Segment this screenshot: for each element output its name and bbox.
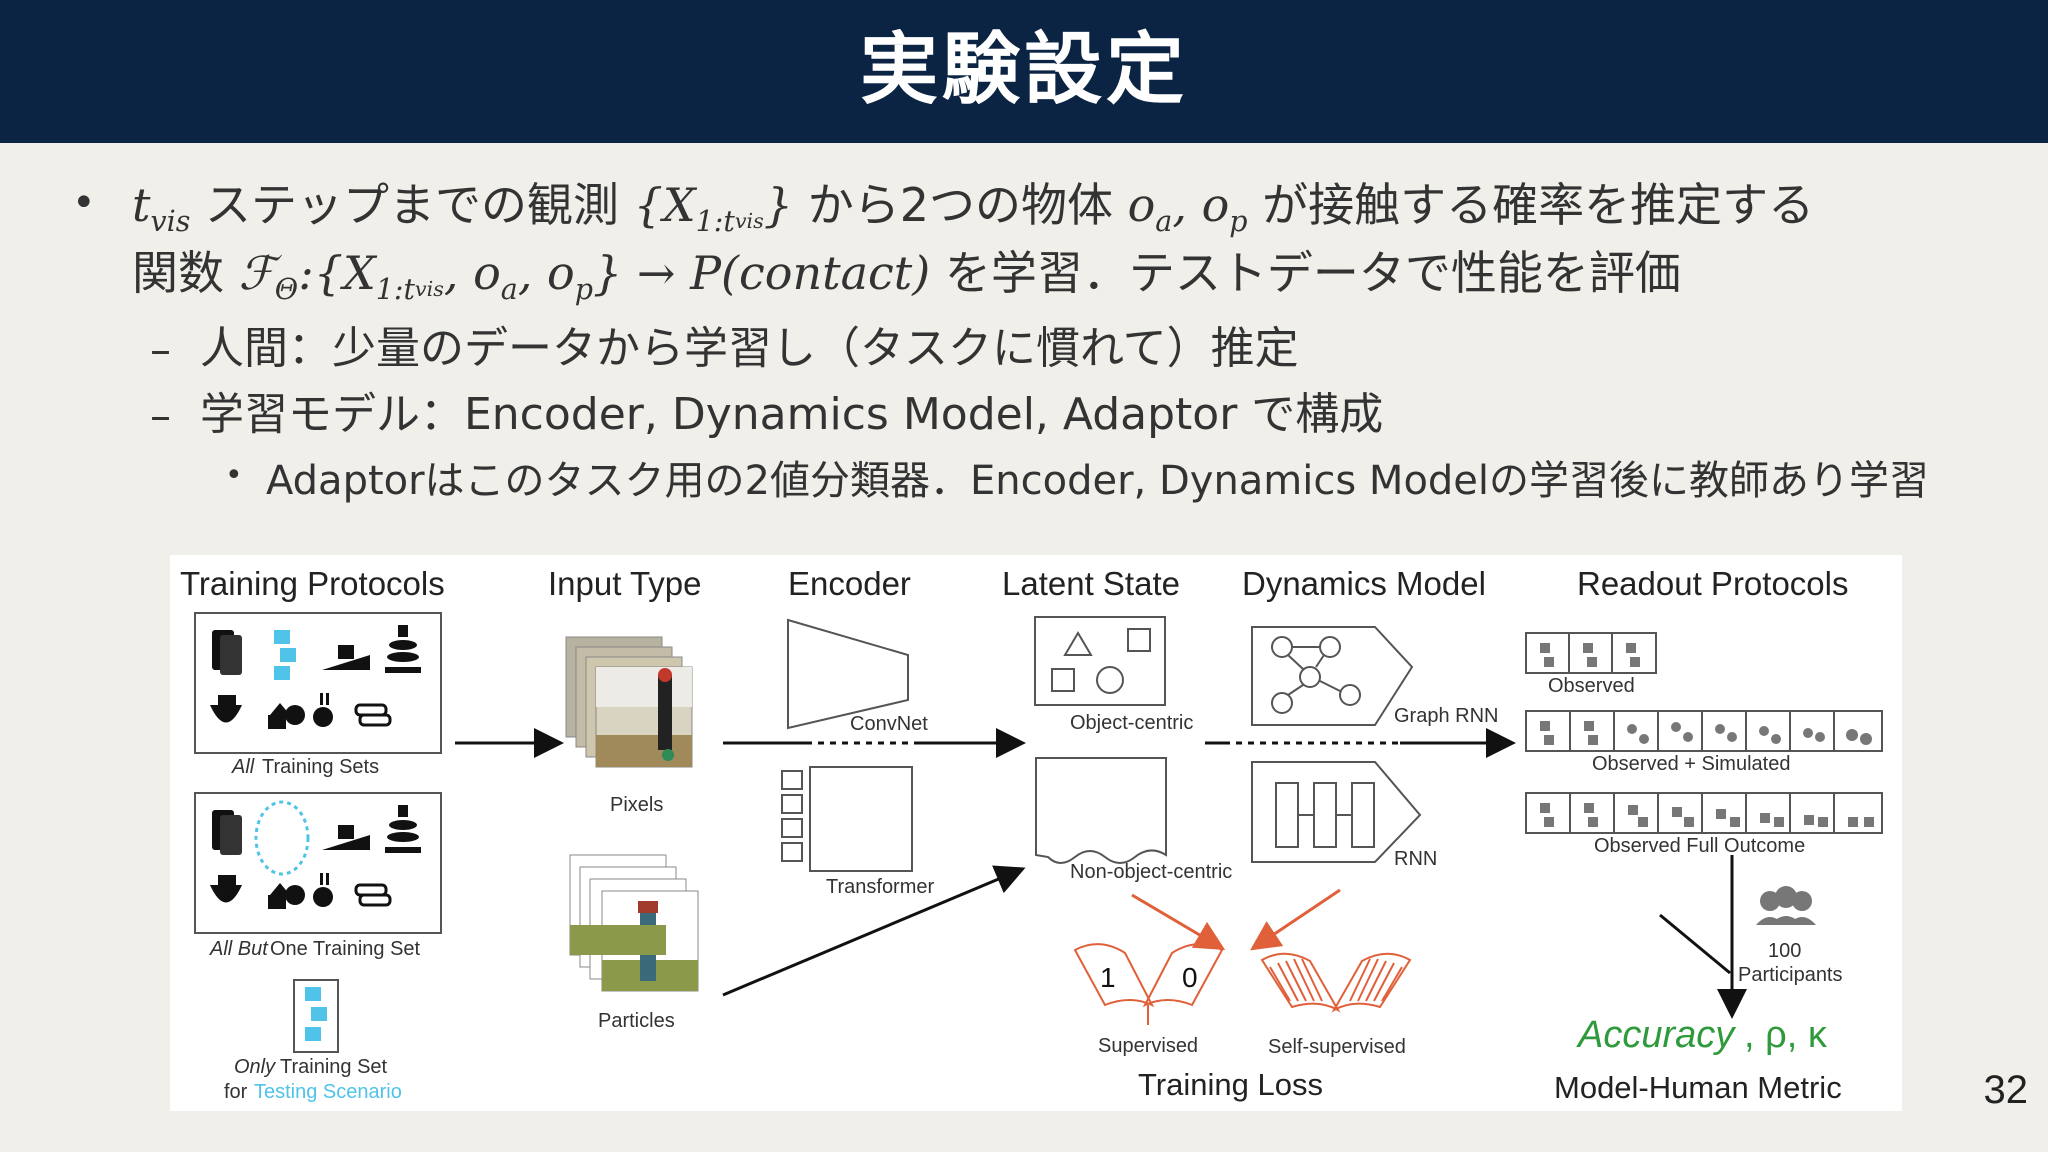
self-supervised-flags (1260, 952, 1412, 1013)
math-arrow-contact: → P(contact) (622, 246, 931, 300)
dash-2: – (150, 391, 171, 440)
arrow-participants-to-metric (1659, 913, 1731, 975)
label-convnet: ConvNet (850, 713, 928, 735)
arrow-loss-supervised (1131, 893, 1226, 951)
math-args-open: {X (313, 246, 376, 300)
model-diagram: Training Protocols Input Type Encoder La… (170, 555, 1902, 1111)
label-observed: Observed (1548, 675, 1635, 697)
math-colon: : (298, 246, 314, 300)
label-all-rest: Training Sets (262, 756, 379, 778)
math-op-sub: p (1229, 204, 1248, 238)
label-non-object-centric: Non-object-centric (1070, 861, 1232, 883)
label-participants-count: 100 (1768, 940, 1801, 962)
non-object-centric-box (1035, 757, 1167, 864)
page-number: 32 (1983, 1068, 2029, 1112)
label-allbut-rest: One Training Set (270, 938, 421, 960)
text-function: 関数 (132, 246, 224, 300)
label-object-centric: Object-centric (1070, 712, 1193, 734)
label-observed-simulated: Observed + Simulated (1592, 753, 1790, 775)
arrow-particles-to-latent (722, 865, 1026, 997)
particles-frames (569, 854, 699, 992)
label-graph-rnn: Graph RNN (1394, 705, 1498, 727)
sub-sub-bullet-adaptor: Adaptorはこのタスク用の2値分類器．Encoder, Dynamics M… (266, 458, 1930, 504)
slide-title: 実験設定 (859, 25, 1188, 115)
math-set-sub2: vis (734, 209, 764, 234)
math-oa-sub: a (1155, 204, 1173, 238)
dash-1: – (150, 325, 171, 374)
only-training-set-box (293, 979, 339, 1053)
all-but-one-training-set-box (194, 792, 442, 934)
header-readout-protocols: Readout Protocols (1577, 565, 1849, 602)
label-transformer: Transformer (826, 876, 935, 898)
flag-label-zero: 0 (1182, 962, 1198, 993)
text-from-two: から2つの物体 (807, 178, 1113, 232)
header-dynamics-model: Dynamics Model (1242, 565, 1486, 602)
text-estimate: が接触する確率を推定する (1262, 178, 1815, 232)
object-centric-box (1034, 616, 1166, 706)
flag-label-one: 1 (1100, 962, 1116, 993)
bullet-dot: • (72, 180, 96, 226)
label-observed-full-outcome: Observed Full Outcome (1594, 835, 1805, 857)
label-pixels: Pixels (610, 794, 663, 816)
all-training-sets-box (194, 612, 442, 754)
convnet-shape (787, 618, 909, 730)
label-only-rest: Training Set (280, 1056, 388, 1078)
header-encoder: Encoder (788, 565, 911, 602)
math-args-sub: 1:t (375, 272, 415, 306)
participants-icon (1756, 886, 1816, 925)
math-args-sub2: vis (414, 277, 444, 302)
label-accuracy: Accuracy (1576, 1014, 1736, 1056)
math-oa: o (1127, 178, 1156, 232)
label-for: for (224, 1081, 248, 1103)
sub-bullet-human: 人間：少量のデータから学習し（タスクに慣れて）推定 (200, 323, 1299, 374)
observed-simulated-strip (1525, 710, 1883, 752)
graph-rnn-shape (1251, 626, 1414, 726)
supervised-flags (1073, 943, 1224, 1025)
header-input-type: Input Type (548, 565, 702, 602)
math-args-oa: , o (443, 246, 501, 300)
math-args-close: } (593, 246, 623, 300)
bullet-line-2: 関数 ℱΘ:{X1:tvis, oa, op} → P(contact) を学習… (132, 243, 1681, 320)
label-rnn: RNN (1394, 848, 1437, 870)
math-args-op: , o (517, 246, 575, 300)
label-testing-scenario: Testing Scenario (254, 1081, 402, 1103)
arrow-loss-self-supervised (1250, 888, 1341, 951)
math-func: ℱ (238, 246, 275, 300)
label-self-supervised: Self-supervised (1268, 1036, 1406, 1058)
diagram-svg: Training Protocols Input Type Encoder La… (180, 565, 1883, 1105)
math-t: t (132, 178, 151, 232)
label-all-italic: All (231, 756, 255, 778)
text-learn-evaluate: を学習．テストデータで性能を評価 (944, 246, 1681, 300)
bullet-line-1: tvis ステップまでの観測 {X1:tvis} から2つの物体 oa, op … (132, 175, 1814, 252)
label-supervised: Supervised (1098, 1035, 1198, 1057)
observed-strip (1525, 632, 1657, 674)
bullet-dot-small: • (225, 458, 243, 493)
transformer-shape (781, 766, 913, 872)
math-func-sub: Θ (274, 272, 299, 306)
label-training-loss: Training Loss (1138, 1067, 1323, 1102)
header-latent-state: Latent State (1002, 565, 1180, 602)
math-op: o (1201, 178, 1230, 232)
label-rho-kappa: , ρ, κ (1744, 1014, 1828, 1056)
title-bar (0, 0, 2048, 143)
math-set-sub: 1:t (695, 204, 735, 238)
header-training-protocols: Training Protocols (180, 565, 445, 602)
math-args-a: a (500, 272, 518, 306)
sub-bullet-model: 学習モデル：Encoder, Dynamics Model, Adaptor で… (200, 389, 1384, 440)
math-comma: , (1172, 178, 1202, 232)
math-set-open: {X (633, 178, 696, 232)
label-participants: Participants (1738, 964, 1843, 986)
label-model-human-metric: Model-Human Metric (1554, 1070, 1842, 1105)
math-set-close: } (763, 178, 794, 232)
label-only-italic: Only (234, 1056, 276, 1078)
rnn-shape (1251, 761, 1422, 863)
label-particles: Particles (598, 1010, 675, 1032)
pixels-frames (565, 636, 693, 768)
math-t-sub: vis (150, 204, 191, 238)
observed-full-outcome-strip (1525, 792, 1883, 834)
label-allbut-italic: All But (209, 938, 269, 960)
text-steps: ステップまでの観測 (205, 178, 619, 232)
math-args-p: p (574, 272, 594, 306)
